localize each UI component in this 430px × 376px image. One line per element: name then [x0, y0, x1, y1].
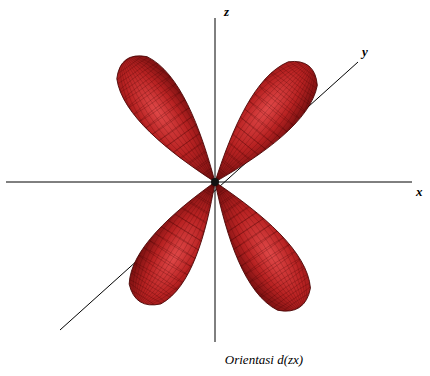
lobe-outline	[105, 44, 236, 197]
lobe-mesh	[101, 160, 250, 331]
lobe-fill	[192, 167, 322, 323]
axis-label: y	[362, 44, 368, 60]
orbital-lobe	[183, 32, 347, 207]
orbital-lobe	[101, 160, 250, 331]
lobe-mesh	[179, 158, 340, 339]
lobe-outline	[195, 50, 329, 199]
lobe-mesh	[88, 29, 248, 206]
lobe-mesh	[183, 32, 347, 207]
nucleus-dot	[211, 178, 219, 186]
figure-caption: Orientasi d(zx)	[225, 352, 303, 368]
axis-label: x	[416, 184, 423, 200]
orbital-lobe	[88, 29, 248, 206]
lobe-fill	[195, 50, 329, 199]
lobe-fill	[105, 44, 236, 197]
lobe-outline	[192, 167, 322, 323]
x-axis	[6, 182, 412, 183]
axis-label: z	[224, 4, 229, 20]
y-axis	[60, 62, 358, 330]
orbital-lobe	[179, 158, 340, 339]
